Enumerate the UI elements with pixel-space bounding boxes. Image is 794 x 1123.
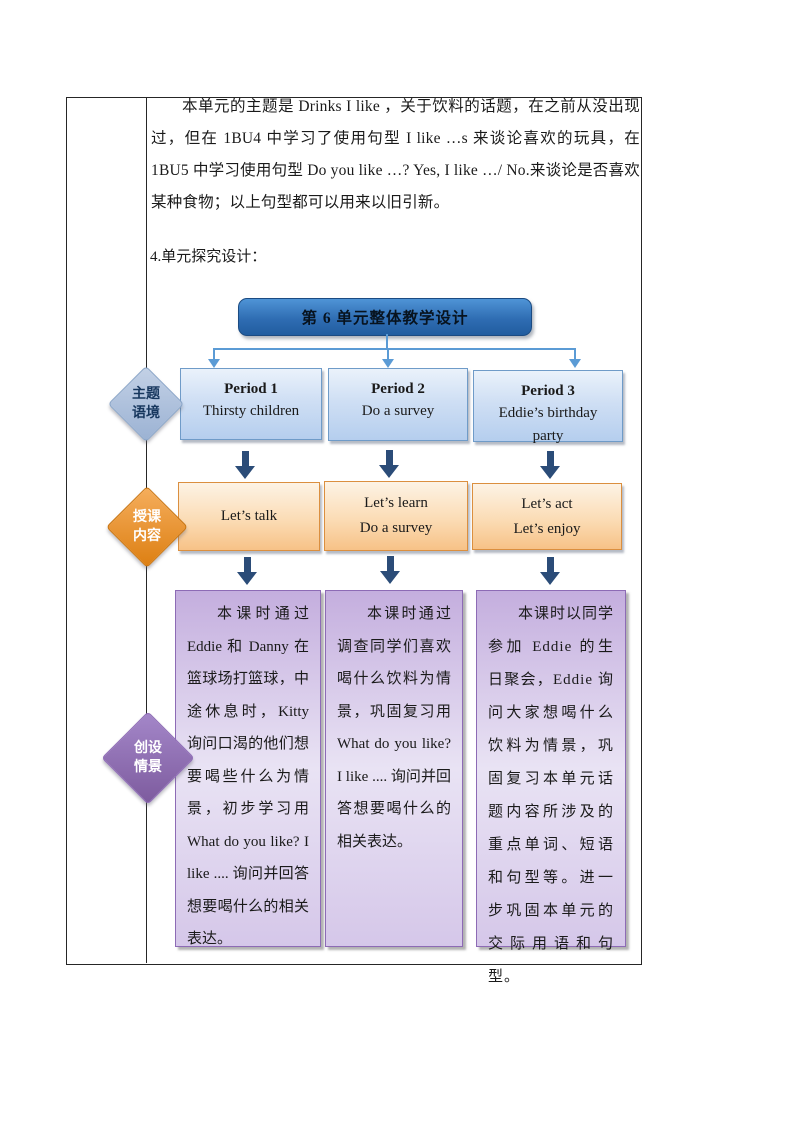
connector-drop-3 xyxy=(574,348,576,360)
table-border xyxy=(66,97,642,965)
arrow-down-icon xyxy=(379,450,399,478)
content-2-line1: Let’s learn xyxy=(364,495,428,511)
period-1-subtitle: Thirsty children xyxy=(202,403,300,419)
scenario-2-box: 本课时通过调查同学们喜欢喝什么饮料为情景，巩固复习用 What do you l… xyxy=(325,590,463,947)
period-3-box: Period 3 Eddie’s birthday party xyxy=(473,370,623,444)
arrow-down-icon xyxy=(380,556,400,584)
period-2-subtitle: Do a survey xyxy=(361,403,435,419)
scenario-1-box: 本课时通过 Eddie 和 Danny 在篮球场打篮球，中途休息时，Kitty … xyxy=(175,590,321,947)
theme-label-line2: 语境 xyxy=(132,406,160,421)
content-3-line2: Let’s enjoy xyxy=(513,520,581,537)
diagram-title-box: 第 6 单元整体教学设计 xyxy=(238,298,532,336)
period-1-title: Period 1 xyxy=(224,381,278,397)
diagram-title: 第 6 单元整体教学设计 xyxy=(301,310,469,327)
content-label-line1: 授课 xyxy=(133,510,161,525)
arrowhead-down-icon xyxy=(569,359,581,368)
connector-horizontal xyxy=(213,348,576,350)
content-2-box: Let’s learn Do a survey xyxy=(324,481,468,551)
arrow-down-icon xyxy=(235,451,255,479)
section-heading: 4.单元探究设计： xyxy=(150,249,267,265)
theme-label-line1: 主题 xyxy=(132,387,160,402)
connector-stub-top xyxy=(386,334,388,349)
period-3-subtitle: Eddie’s birthday party xyxy=(498,405,598,444)
content-3-box: Let’s act Let’s enjoy xyxy=(472,483,622,550)
period-2-title: Period 2 xyxy=(371,381,425,397)
connector-drop-1 xyxy=(213,348,215,360)
content-1-line1: Let’s talk xyxy=(220,508,278,524)
arrowhead-down-icon xyxy=(382,359,394,368)
content-1-box: Let’s talk xyxy=(178,482,320,551)
intro-paragraph: 本单元的主题是 Drinks I like ，关于饮料的话题，在之前从没出现过，… xyxy=(151,98,640,211)
scenario-3-box: 本课时以同学参加 Eddie 的生日聚会，Eddie 询问大家想喝什么饮料为情景… xyxy=(476,590,626,985)
arrow-down-icon xyxy=(237,557,257,585)
arrow-down-icon xyxy=(540,451,560,479)
arrow-down-icon xyxy=(540,557,560,585)
content-3-line1: Let’s act xyxy=(521,495,573,512)
period-3-title: Period 3 xyxy=(521,383,575,399)
content-2-line2: Do a survey xyxy=(359,520,433,536)
arrowhead-down-icon xyxy=(208,359,220,368)
content-label-line2: 内容 xyxy=(133,529,161,544)
scenario-label-line1: 创设 xyxy=(134,741,162,756)
scenario-label-line2: 情景 xyxy=(134,760,162,775)
connector-drop-2 xyxy=(387,348,389,360)
period-1-box: Period 1 Thirsty children xyxy=(180,368,322,440)
period-2-box: Period 2 Do a survey xyxy=(328,368,468,441)
